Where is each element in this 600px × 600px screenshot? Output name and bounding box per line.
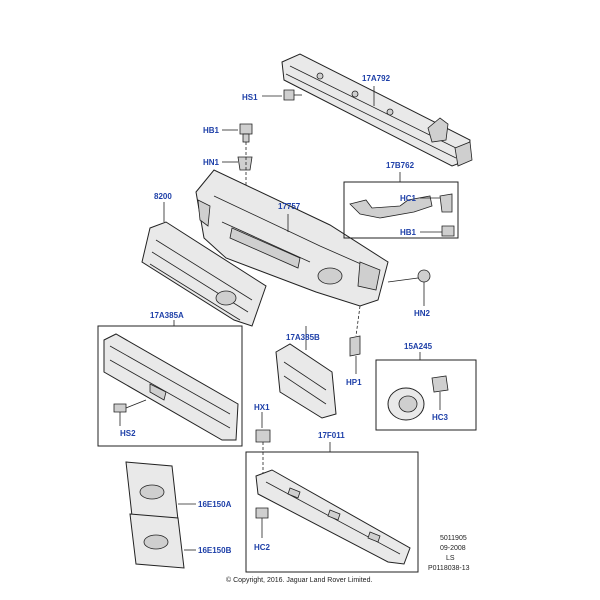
copyright-notice: © Copyright, 2016. Jaguar Land Rover Lim… bbox=[226, 576, 372, 584]
label-hx1: HX1 bbox=[254, 403, 270, 412]
ref-code-4: P0118038-13 bbox=[428, 565, 470, 572]
label-17a385a: 17A385A bbox=[150, 311, 184, 320]
label-hn2: HN2 bbox=[414, 309, 431, 318]
ref-code-2: 09-2008 bbox=[440, 545, 466, 552]
callout-box-17b762 bbox=[343, 181, 459, 239]
bumper-cover bbox=[195, 169, 389, 307]
label-17a385b: 17A385B bbox=[286, 333, 320, 342]
callout-box-17f011 bbox=[245, 451, 419, 573]
bumper-reinforcement-beam bbox=[281, 53, 473, 167]
badge-plate-a bbox=[125, 461, 179, 521]
label-hs1: HS1 bbox=[242, 93, 258, 102]
clip-hc3 bbox=[431, 375, 449, 410]
fog-lamp-bezel bbox=[387, 387, 425, 421]
screw-hs1 bbox=[262, 89, 302, 101]
label-17a792: 17A792 bbox=[362, 74, 391, 83]
ref-code-1: 5011905 bbox=[440, 535, 467, 542]
label-16e150a: 16E150A bbox=[198, 500, 232, 509]
ref-code-3: LS bbox=[446, 555, 455, 562]
label-hs2: HS2 bbox=[120, 429, 136, 438]
callout-box-15a245 bbox=[375, 359, 477, 431]
number-plate-bracket-b bbox=[275, 343, 337, 419]
plug-hp1 bbox=[349, 305, 361, 374]
label-hb1-top: HB1 bbox=[203, 126, 220, 135]
label-17757: 17757 bbox=[278, 202, 301, 211]
nut-hn2 bbox=[417, 269, 431, 306]
screw-hs2 bbox=[113, 399, 147, 426]
clip-hx1 bbox=[255, 412, 271, 484]
label-hc2: HC2 bbox=[254, 543, 271, 552]
badge-plate-b bbox=[129, 513, 185, 569]
label-8200: 8200 bbox=[154, 192, 172, 201]
label-hb1-box: HB1 bbox=[400, 228, 417, 237]
bracket-17b762 bbox=[349, 193, 453, 219]
label-16e150b: 16E150B bbox=[198, 546, 232, 555]
label-hc3: HC3 bbox=[432, 413, 449, 422]
callout-box-17a385a bbox=[97, 325, 243, 447]
label-15a245: 15A245 bbox=[404, 342, 433, 351]
clip-hc2 bbox=[255, 507, 269, 538]
nut-hn1 bbox=[222, 156, 253, 171]
label-17b762: 17B762 bbox=[386, 161, 415, 170]
bolt-hb1 bbox=[222, 123, 253, 143]
label-17f011: 17F011 bbox=[318, 431, 345, 440]
label-hp1: HP1 bbox=[346, 378, 362, 387]
grille bbox=[141, 221, 267, 327]
label-hc1: HC1 bbox=[400, 194, 417, 203]
number-plate-bracket-a bbox=[103, 333, 239, 441]
label-hn1: HN1 bbox=[203, 158, 220, 167]
undertray bbox=[255, 469, 411, 565]
